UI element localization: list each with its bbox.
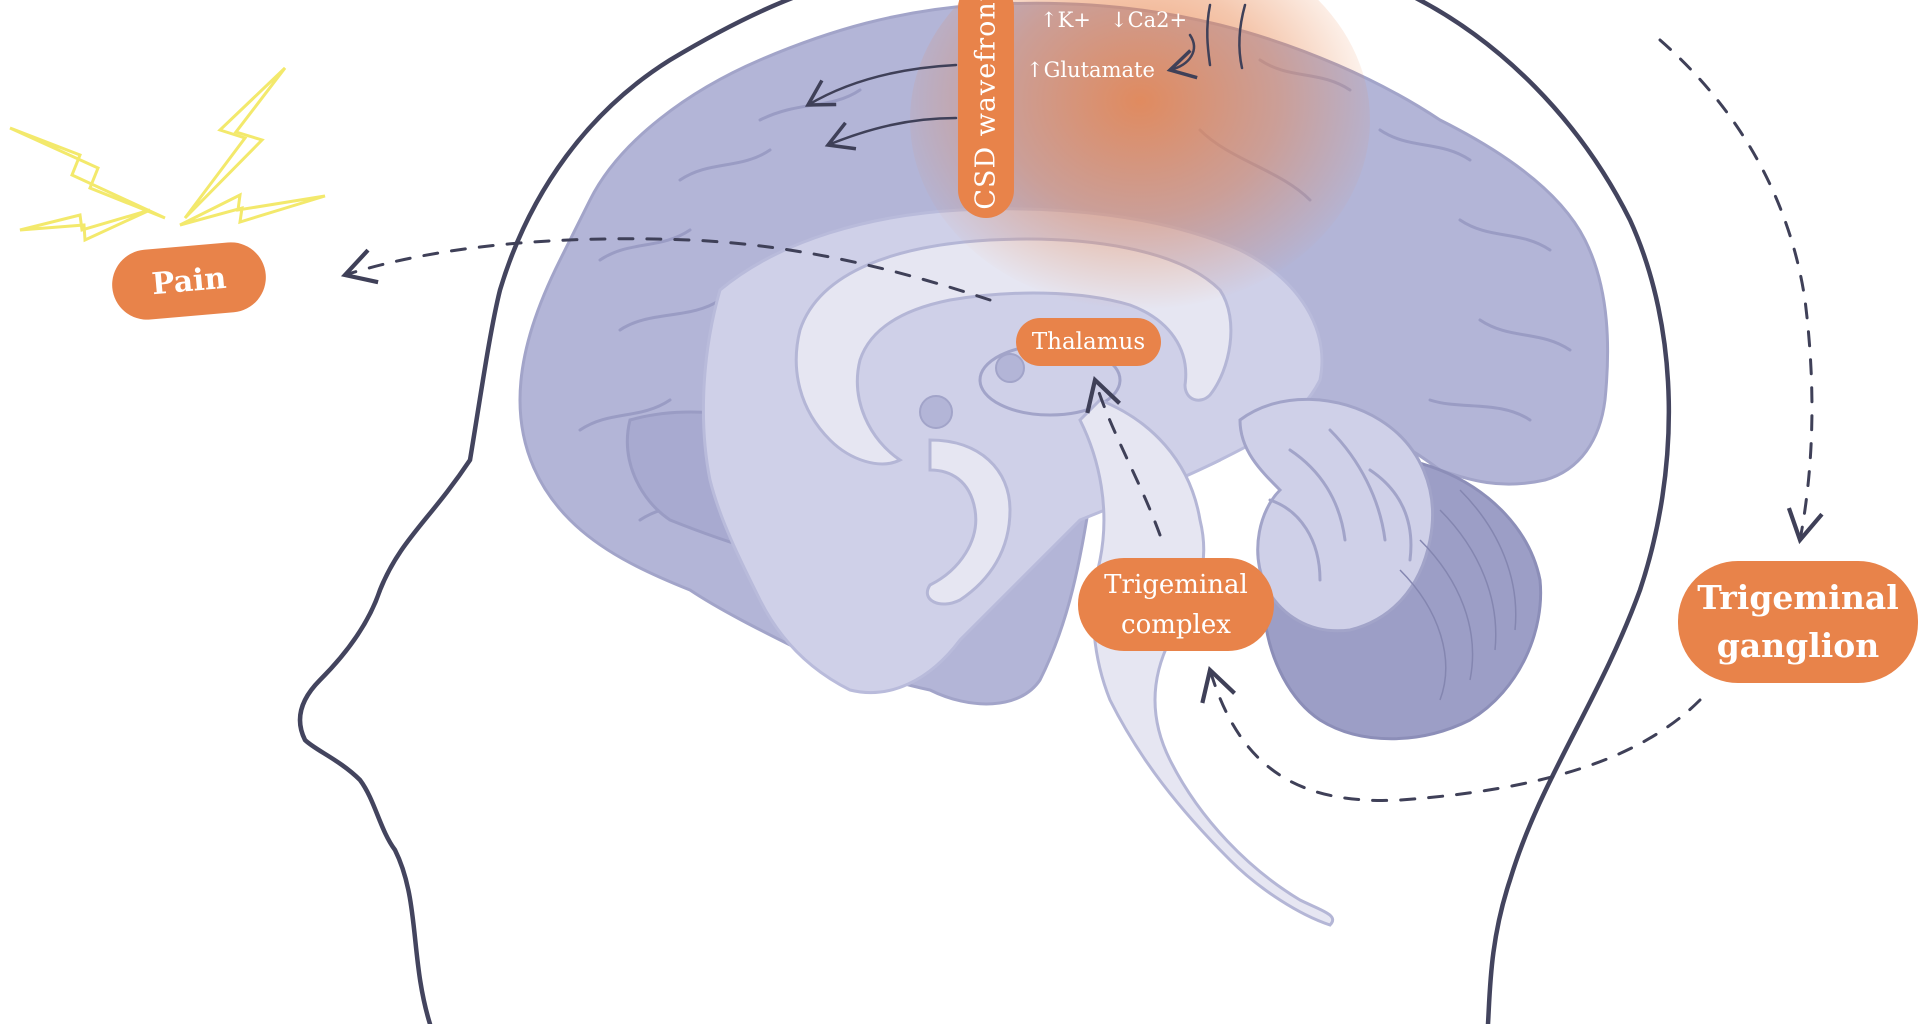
mammillary-detail [995,353,1025,383]
arrow-thalamus-to-pain [340,237,992,302]
head-outline [297,0,1672,1024]
trigeminal-complex-label: Trigeminal complex [1078,558,1274,651]
arrow-csd-to-ganglion [1658,38,1824,545]
potassium-label: ↑K+ [1040,8,1091,32]
glutamate-label: ↑Glutamate [1026,58,1155,82]
thalamus-label: Thalamus [1016,318,1161,366]
calcium-label: ↓Ca2+ [1110,8,1188,32]
arrow-complex-to-thalamus [1085,375,1162,537]
hippocampus [926,438,1012,606]
arrow-ganglion-to-complex [1200,665,1702,802]
trigeminal-ganglion-label: Trigeminal ganglion [1678,561,1918,683]
csd-spread-arrows [804,3,1247,151]
pathway-arrows [340,38,1824,802]
gyri-lines [578,58,1572,522]
csd-wavefront-label: CSD wavefront [958,0,1014,218]
lightning-bolt-icon [9,66,326,243]
cerebellum-folia [1268,428,1413,582]
cerebellum-arbor [1238,397,1435,633]
csd-wavefront-text: CSD wavefront [970,0,1002,210]
anterior-commissure [919,395,953,429]
csd-glow [910,0,1370,310]
cerebellum-stripes [1399,489,1517,701]
